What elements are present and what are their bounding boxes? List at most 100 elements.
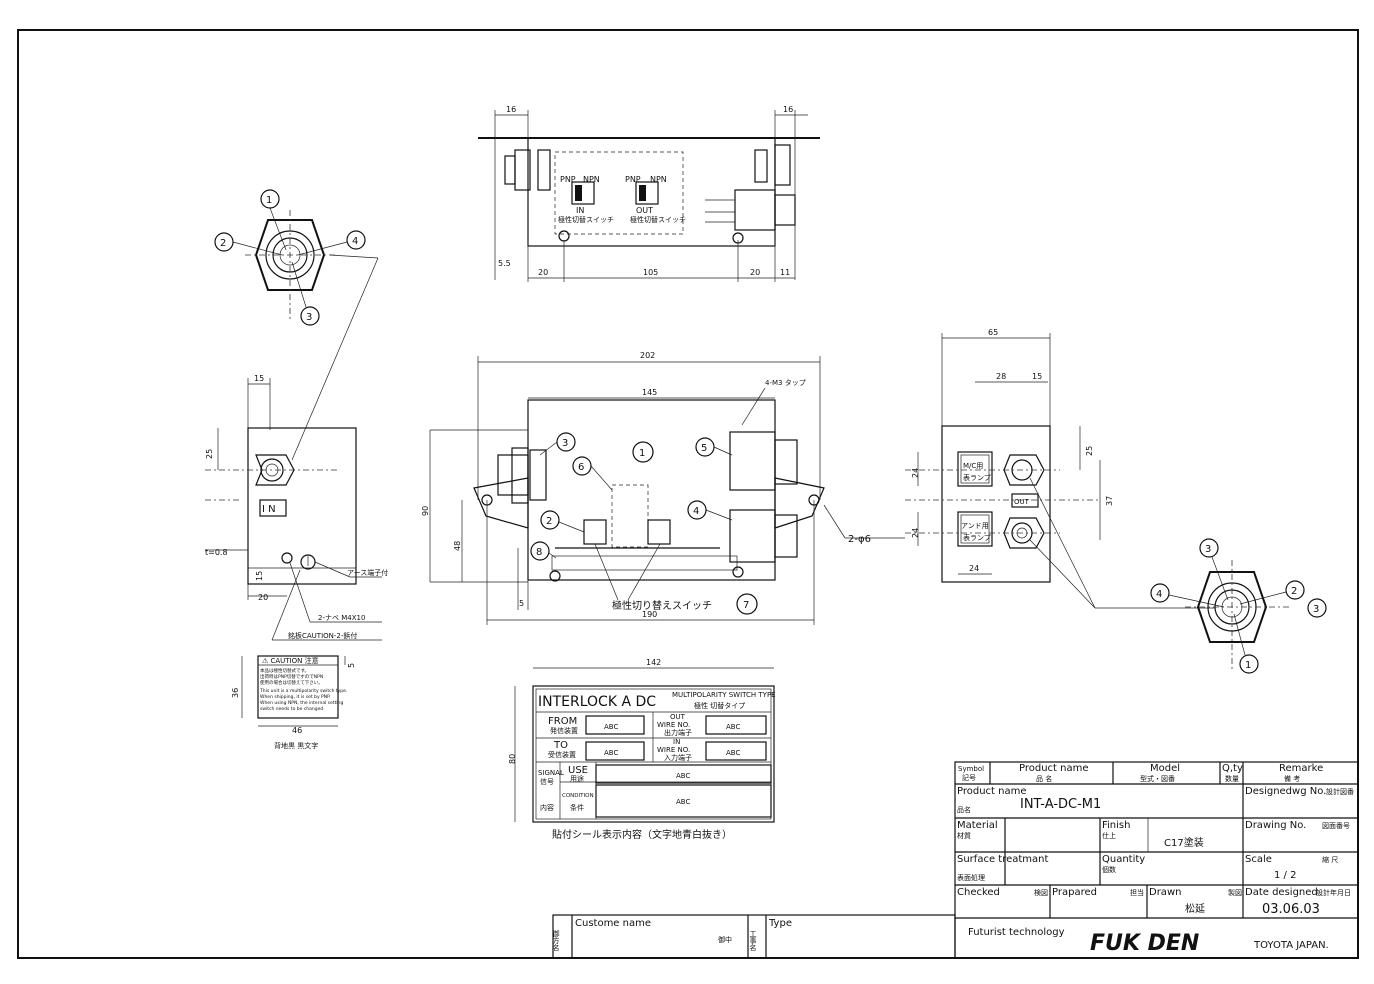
top-dim-16-right: 16 <box>783 105 793 114</box>
front-callout-8: 8 <box>536 547 542 558</box>
plate-to-en: TO <box>553 740 568 751</box>
top-npn-2: NPN <box>650 175 667 184</box>
top-dim-20-left: 20 <box>538 268 548 277</box>
hex-l-callout-3: 3 <box>306 312 312 323</box>
plate-in-wire: WIRE NO. <box>657 746 690 754</box>
tb-model-jp: 型式・図番 <box>1140 774 1175 783</box>
plate-caption: 貼付シール表示内容（文字地青白抜き） <box>552 828 732 841</box>
plate-in-field: ABC <box>726 749 740 757</box>
plate-use-jp: 用途 <box>570 774 584 783</box>
plate-from-en: FROM <box>548 716 577 727</box>
plate-cond-en: CONDITION <box>562 793 594 799</box>
left-dim-20: 20 <box>258 593 268 602</box>
plate-type-jp: 極性 切替タイプ <box>694 701 745 710</box>
top-in-label: IN <box>576 206 584 215</box>
front-dim-145: 145 <box>642 388 657 397</box>
top-view: 16 16 PNP NPN PNP NPN IN OUT 極性切替スイッチ 極性… <box>478 105 820 282</box>
tb-product-value: INT-A-DC-M1 <box>1020 797 1101 812</box>
plate-signal-en: SIGNAL <box>538 769 564 777</box>
tb-company-loc: TOYOTA JAPAN. <box>1253 940 1329 951</box>
front-dim-202: 202 <box>640 351 655 360</box>
front-hole-dia: 2-φ6 <box>848 534 871 545</box>
right-dim-28: 28 <box>996 372 1006 381</box>
label-plate: 142 80 INTERLOCK A DC MULTIPOLARITY SWIT… <box>508 658 776 841</box>
right-lamp2-label: アンド用 <box>961 522 989 530</box>
left-side-view: 15 25 I N t=0.8 20 15 アース端子付 2-ナベ M4X10 … <box>205 374 388 641</box>
tb-remarks-jp: 備 考 <box>1284 774 1300 783</box>
caution-dim-5: 5 <box>347 663 356 668</box>
plate-use-en: USE <box>568 765 588 776</box>
top-dim-16-left: 16 <box>506 105 516 114</box>
tb-qty: Q,ty <box>1222 763 1243 774</box>
plate-content-jp: 内容 <box>540 803 554 812</box>
right-dim-65: 65 <box>988 328 998 337</box>
plate-out-wire: WIRE NO. <box>657 721 690 729</box>
cust-label: Custome name <box>575 918 651 929</box>
plate-in-jp: 入力端子 <box>664 753 692 762</box>
title-block: Symbol 記号 Product name 品 名 Model 型式・図番 Q… <box>954 761 1359 959</box>
tb-company-tag: Futurist technology <box>968 927 1065 938</box>
right-out-label: OUT <box>1014 498 1030 506</box>
plate-from-jp: 発信装置 <box>550 726 578 735</box>
left-dim-25: 25 <box>205 449 214 459</box>
tb-surface: Surface treatmant <box>957 854 1048 865</box>
tb-scale: Scale <box>1245 854 1272 865</box>
caution-plate: ⚠ CAUTION 注意 本品は極性切替式です。 出荷時はPNP切替ですのでNP… <box>231 655 356 750</box>
front-switch-note: 極性切り替えスイッチ <box>612 599 712 612</box>
plate-out-en: OUT <box>670 713 686 721</box>
tb-prepared: Prapared <box>1052 887 1097 898</box>
caution-line-5: When using NPN, the internal setting <box>260 700 344 706</box>
hex-r-callout-2: 2 <box>1291 586 1297 597</box>
caution-dim-46: 46 <box>292 726 302 735</box>
hex-l-callout-2: 2 <box>220 238 226 249</box>
right-lamp1-label: M/C用 <box>963 462 983 470</box>
tb-finish: Finish <box>1102 820 1130 831</box>
tb-drawn-value: 松延 <box>1185 902 1205 915</box>
hex-r-callout-3: 3 <box>1205 544 1211 555</box>
caution-line-6: switch needs to be changed. <box>260 706 325 712</box>
caution-line-1: 出荷時はPNP切替ですのでNPN <box>260 673 323 680</box>
tb-checked: Checked <box>957 887 1000 898</box>
right-dim-24-a: 24 <box>911 468 920 478</box>
right-lamp1-sub: 表ランプ <box>963 473 991 482</box>
top-dim-5-5: 5.5 <box>498 259 511 268</box>
plate-cond-jp: 条件 <box>570 803 584 812</box>
caution-line-0: 本品は極性切替式です。 <box>260 667 309 674</box>
top-pnp-1: PNP <box>560 175 576 184</box>
right-dim-24-b: 24 <box>911 528 920 538</box>
tb-product-name-jp: 品 名 <box>1036 774 1052 783</box>
front-callout-5: 5 <box>701 443 707 454</box>
tb-drawn-jp: 製図 <box>1228 888 1242 897</box>
plate-signal-jp: 信号 <box>540 777 554 786</box>
front-view: 202 145 4-M3 タップ 2-φ6 1 3 6 <box>421 351 905 625</box>
front-dim-5: 5 <box>519 599 524 608</box>
tb-model: Model <box>1150 763 1180 774</box>
plate-from-field: ABC <box>604 723 618 731</box>
cust-label-jp: 御方名 <box>552 929 560 952</box>
tb-scale-value: 1 / 2 <box>1274 870 1296 881</box>
plate-to-jp: 受信装置 <box>548 750 576 759</box>
tb-date-jp: 設計年月日 <box>1316 888 1351 897</box>
tb-drawing-no: Drawing No. <box>1245 820 1306 831</box>
right-dim-24-c: 24 <box>969 564 979 573</box>
front-hole-note: 4-M3 タップ <box>765 378 806 387</box>
plate-type-en: MULTIPOLARITY SWITCH TYPE <box>672 691 776 699</box>
caution-dim-36: 36 <box>231 688 240 698</box>
work-label-jp: 工事名 <box>749 930 757 952</box>
left-dim-15-top: 15 <box>254 374 264 383</box>
caution-line-3: This unit is a multipolarity switch type… <box>259 688 347 694</box>
top-dim-11: 11 <box>780 268 790 277</box>
front-dim-190: 190 <box>642 610 657 619</box>
hex-r-callout-4: 4 <box>1156 589 1162 600</box>
front-dim-90: 90 <box>421 506 430 516</box>
caution-title: ⚠ CAUTION 注意 <box>262 656 319 665</box>
tb-material: Material <box>957 820 998 831</box>
tb-prepared-jp: 担当 <box>1130 888 1144 897</box>
connector-detail-right: 3 4 2 3 1 <box>1150 538 1327 674</box>
tb-qty-jp: 数量 <box>1225 774 1239 783</box>
plate-use-field: ABC <box>676 772 690 780</box>
top-dim-20-right: 20 <box>750 268 760 277</box>
customer-block: 御方名 Custome name 御中 工事名 Type <box>552 914 956 959</box>
front-callout-6: 6 <box>578 462 584 473</box>
